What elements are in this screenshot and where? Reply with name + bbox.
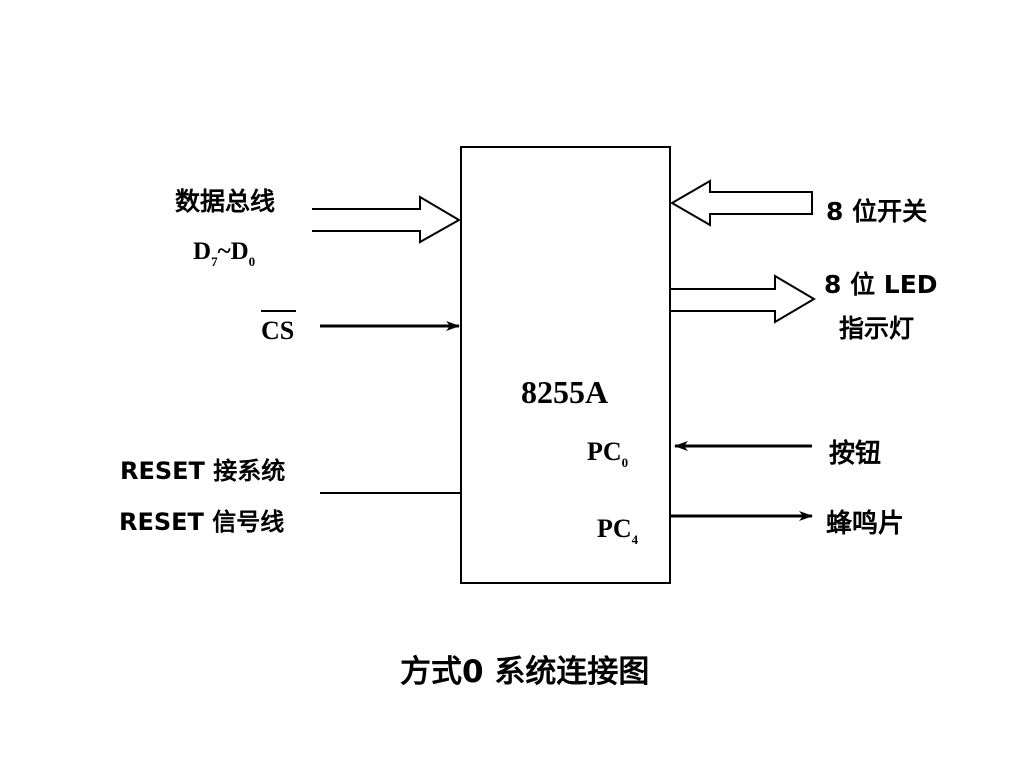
data-bus-label: 数据总线 [175,187,276,216]
chip-8255a-box [460,146,671,584]
pc4-sub: 4 [631,532,639,547]
led-label-line1: 8 位 LED [824,270,938,299]
data-bus-arrow [312,195,462,244]
pc0-sub: 0 [621,455,629,470]
pc4-text: PC [597,514,632,543]
chip-name: 8255A [521,374,609,410]
data-bus-tilde-d0: ~D [217,238,249,265]
diagram-caption: 方式0 系统连接图 [400,654,650,690]
reset-label-line2: RESET 信号线 [119,508,285,536]
switch-label: 8 位开关 [826,197,928,226]
cs-label: CS [261,316,295,345]
data-bus-sub-0: 0 [248,254,256,269]
pc0-text: PC [587,437,622,466]
data-bus-sub-7: 7 [211,254,218,269]
button-label: 按钮 [829,439,882,469]
reset-label-line1: RESET 接系统 [120,457,286,485]
led-label-line2: 指示灯 [839,314,915,343]
switch-arrow [670,179,813,227]
data-bus-range-label: D7~D0 [193,238,255,268]
pc4-label: PC4 [597,514,638,547]
buzzer-label: 蜂鸣片 [826,509,905,539]
data-bus-d7: D [193,238,212,265]
led-arrow [670,274,816,324]
pc0-label: PC0 [587,437,628,470]
